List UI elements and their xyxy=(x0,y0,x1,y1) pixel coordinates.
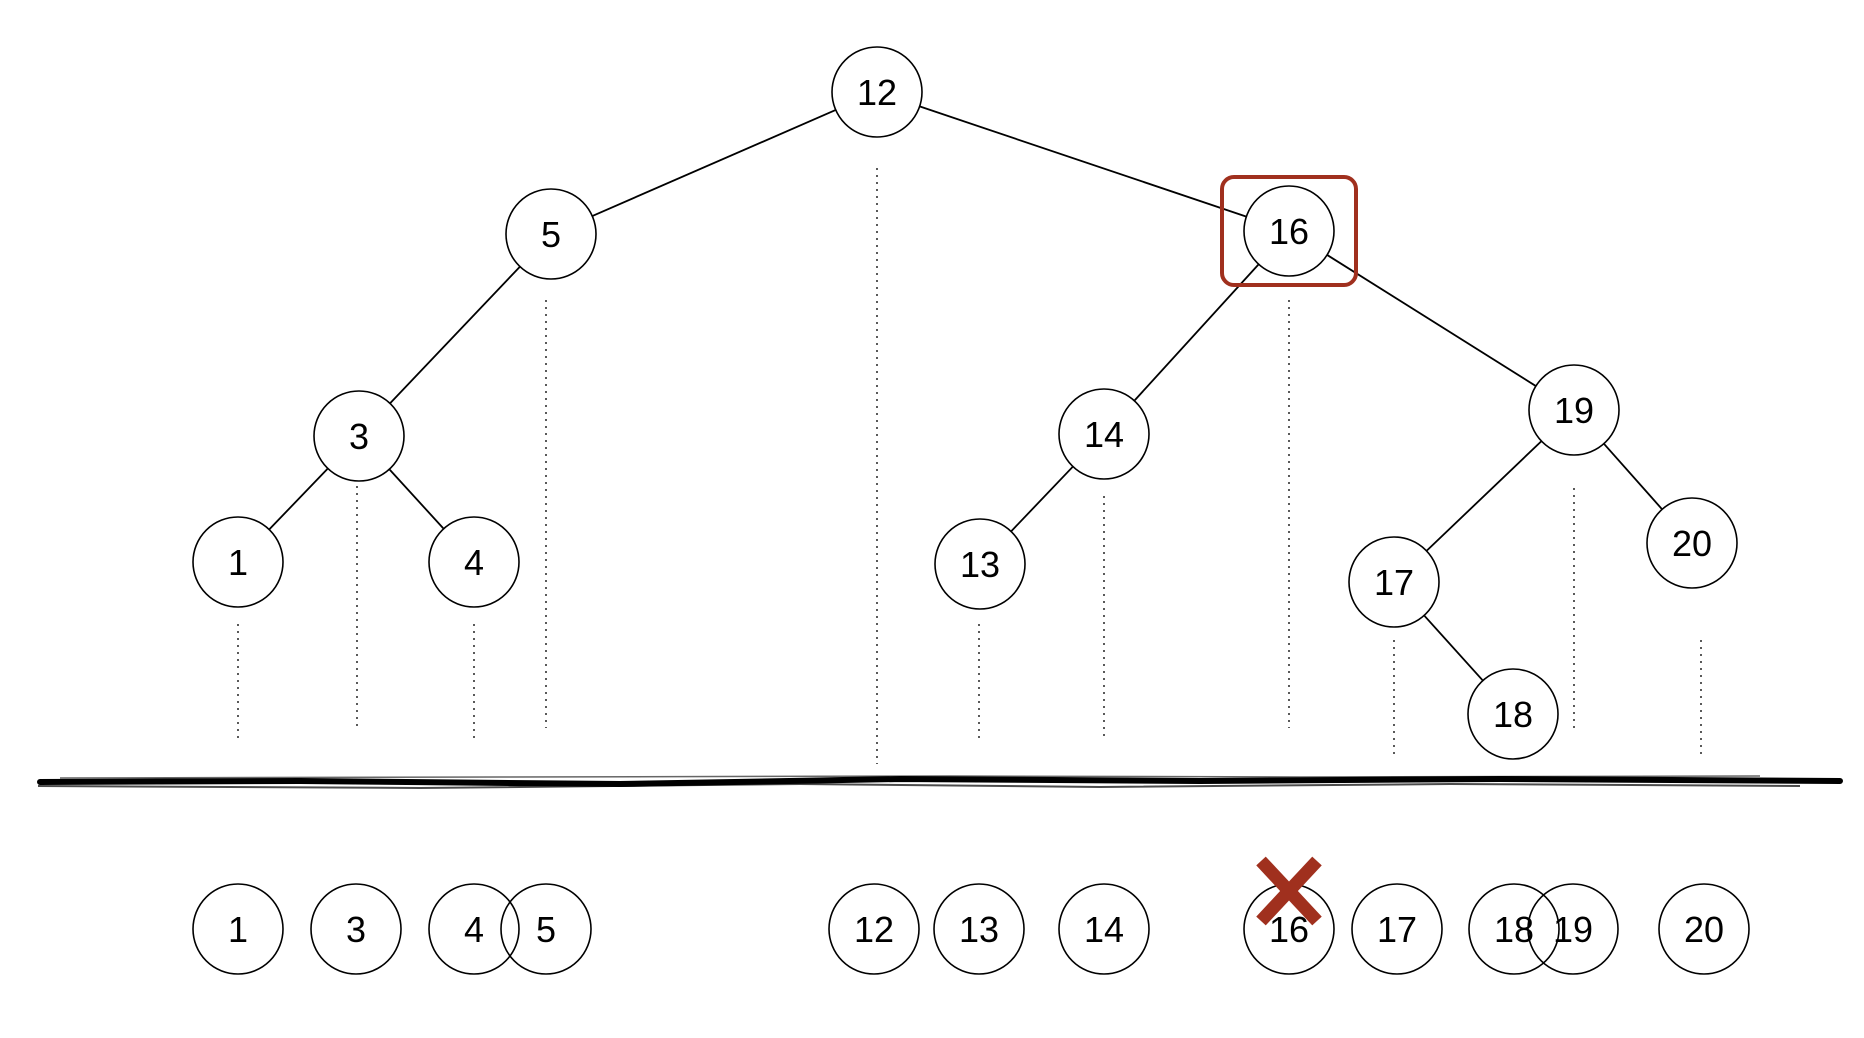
node-circle xyxy=(934,518,1026,610)
node-label: 16 xyxy=(1269,909,1309,950)
node-circle xyxy=(1243,185,1335,277)
node-label: 1 xyxy=(228,909,248,950)
row-node-18: 18 xyxy=(1468,883,1560,975)
row-node-13: 13 xyxy=(933,883,1025,975)
row-node-1: 1 xyxy=(192,883,284,975)
tree-edge-5-3 xyxy=(389,265,521,405)
node-circle xyxy=(831,46,923,138)
node-circle xyxy=(1058,883,1150,975)
projection-guides xyxy=(237,168,1702,764)
tree-node-5: 5 xyxy=(505,188,597,280)
node-circle xyxy=(505,188,597,280)
node-circle xyxy=(313,390,405,482)
tree-edge-19-20 xyxy=(1603,443,1663,510)
node-label: 20 xyxy=(1672,523,1712,564)
divider-stroke xyxy=(59,775,1761,779)
node-label: 3 xyxy=(346,909,366,950)
tree-node-4: 4 xyxy=(428,516,520,608)
node-label: 12 xyxy=(854,909,894,950)
node-circle xyxy=(1646,497,1738,589)
node-label: 4 xyxy=(464,909,484,950)
tree-edge-16-14 xyxy=(1133,263,1260,402)
node-circle xyxy=(192,883,284,975)
node-circle xyxy=(192,516,284,608)
tree-edge-12-16 xyxy=(919,105,1247,218)
node-label: 19 xyxy=(1553,909,1593,950)
node-label: 20 xyxy=(1684,909,1724,950)
tree-edge-19-17 xyxy=(1425,440,1543,552)
node-circle xyxy=(310,883,402,975)
row-node-4: 4 xyxy=(428,883,520,975)
node-circle xyxy=(500,883,592,975)
tree-edge-12-5 xyxy=(591,109,837,217)
node-label: 17 xyxy=(1374,562,1414,603)
node-label: 17 xyxy=(1377,909,1417,950)
row-node-5: 5 xyxy=(500,883,592,975)
node-circle xyxy=(1467,668,1559,760)
row-node-17: 17 xyxy=(1351,883,1443,975)
node-label: 16 xyxy=(1269,211,1309,252)
node-label: 18 xyxy=(1493,694,1533,735)
node-label: 3 xyxy=(349,416,369,457)
row-node-20: 20 xyxy=(1658,883,1750,975)
tree-node-12: 12 xyxy=(831,46,923,138)
node-label: 5 xyxy=(536,909,556,950)
node-circle xyxy=(1527,883,1619,975)
highlight-box xyxy=(1220,175,1358,287)
node-label: 4 xyxy=(464,542,484,583)
cross-mark-icon xyxy=(1256,856,1322,926)
node-label: 1 xyxy=(228,542,248,583)
divider-line xyxy=(37,775,1843,790)
node-circle xyxy=(428,516,520,608)
row-node-19: 19 xyxy=(1527,883,1619,975)
tree-edge-17-18 xyxy=(1423,614,1484,682)
node-circle xyxy=(1658,883,1750,975)
node-circle xyxy=(1351,883,1443,975)
tree-edge-16-19 xyxy=(1326,254,1537,387)
node-circle xyxy=(1058,388,1150,480)
tree-node-16: 16 xyxy=(1220,175,1358,287)
divider-stroke xyxy=(37,775,1843,788)
tree-edge-14-13 xyxy=(1010,465,1074,533)
row-node-12: 12 xyxy=(828,883,920,975)
divider-stroke xyxy=(37,782,1801,790)
node-circle xyxy=(933,883,1025,975)
node-label: 13 xyxy=(959,909,999,950)
node-circle xyxy=(1348,536,1440,628)
tree-node-14: 14 xyxy=(1058,388,1150,480)
tree-node-19: 19 xyxy=(1528,364,1620,456)
node-label: 19 xyxy=(1554,390,1594,431)
node-label: 13 xyxy=(960,544,1000,585)
node-circle xyxy=(428,883,520,975)
tree-node-17: 17 xyxy=(1348,536,1440,628)
row-node-3: 3 xyxy=(310,883,402,975)
node-label: 5 xyxy=(541,214,561,255)
tree-edge-3-1 xyxy=(268,467,329,531)
tree-edges xyxy=(268,105,1663,682)
tree-node-3: 3 xyxy=(313,390,405,482)
node-label: 14 xyxy=(1084,909,1124,950)
node-circle xyxy=(1468,883,1560,975)
tree-edge-3-4 xyxy=(388,468,445,530)
row-node-14: 14 xyxy=(1058,883,1150,975)
node-circle xyxy=(828,883,920,975)
node-circle xyxy=(1528,364,1620,456)
tree-node-18: 18 xyxy=(1467,668,1559,760)
node-label: 12 xyxy=(857,72,897,113)
tree-node-13: 13 xyxy=(934,518,1026,610)
annotations xyxy=(1256,856,1322,926)
tree-node-1: 1 xyxy=(192,516,284,608)
node-label: 14 xyxy=(1084,414,1124,455)
tree-node-20: 20 xyxy=(1646,497,1738,589)
